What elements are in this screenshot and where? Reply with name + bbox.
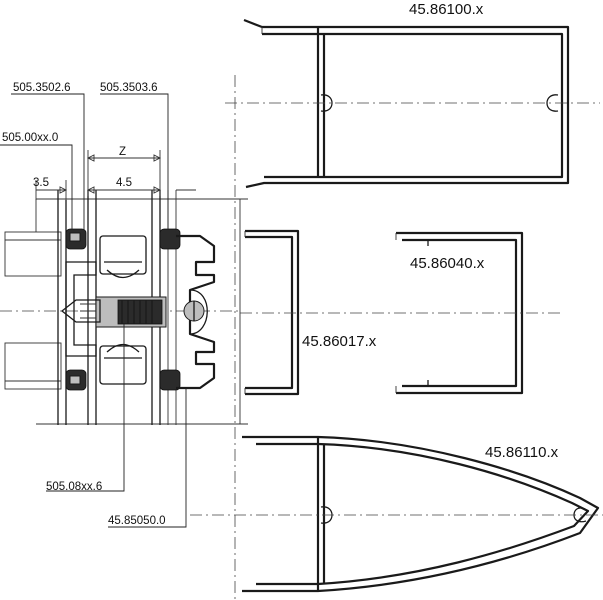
dimension-right: 4.5 [116, 177, 132, 189]
label-top-box: 45.86100.x [409, 1, 484, 18]
profile-top-box [225, 18, 600, 189]
dimension-lines [35, 150, 196, 200]
label-base-profile: 505.00xx.0 [2, 132, 58, 144]
label-gasket-top-right: 505.3503.6 [100, 82, 158, 94]
label-gasket-top-left: 505.3502.6 [13, 82, 71, 94]
profile-nose [190, 435, 603, 593]
label-channel-right: 45.86040.x [410, 255, 485, 272]
label-channel-left: 45.86017.x [302, 333, 377, 350]
label-nose-profile: 45.86110.x [485, 444, 559, 461]
dimension-left: 3.5 [33, 177, 49, 189]
dimension-z: Z [119, 146, 126, 158]
profile-channel-left [244, 229, 300, 396]
leader-lines [0, 93, 187, 528]
label-screw: 505.08xx.6 [46, 481, 102, 493]
label-clamp-profile: 45.85050.0 [108, 515, 166, 527]
cross-section [0, 75, 248, 600]
